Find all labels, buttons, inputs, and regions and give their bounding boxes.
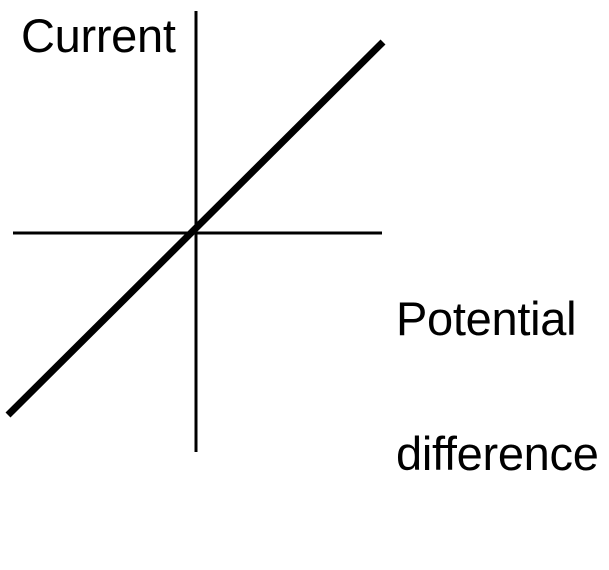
x-axis-label-line-2: difference — [396, 427, 599, 480]
graph-canvas — [5, 11, 386, 452]
data-line-proportional — [5, 39, 386, 418]
y-axis-label: Current — [21, 9, 176, 62]
iv-characteristic-figure: Current Potential difference — [5, 9, 599, 477]
x-axis-label: Potential difference — [396, 206, 599, 566]
x-axis-label-line-1: Potential — [396, 292, 577, 345]
